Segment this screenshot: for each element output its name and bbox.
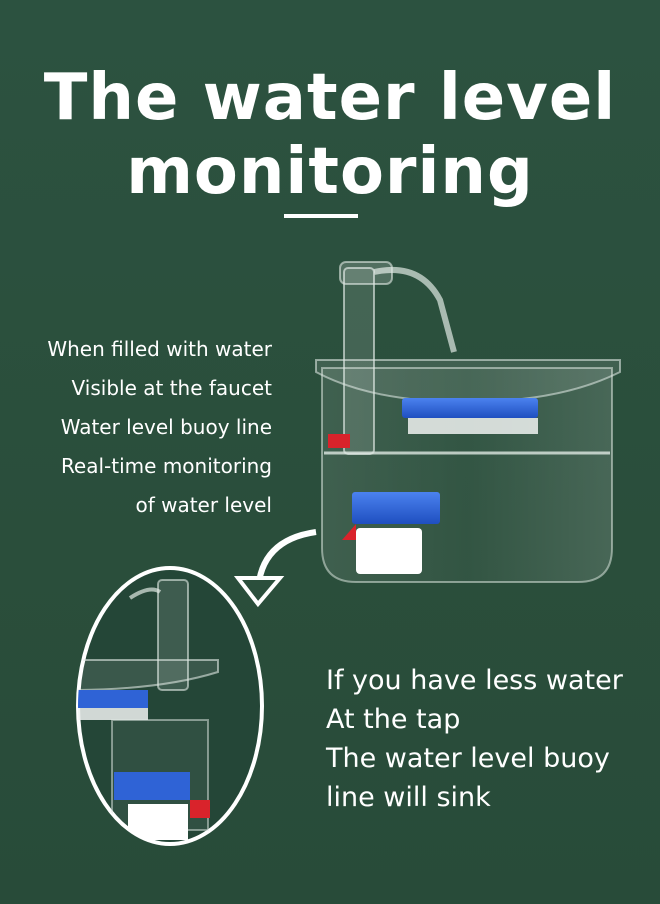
title-line-1: The water level <box>43 61 617 135</box>
low-water-description: If you have less water At the tap The wa… <box>326 661 623 817</box>
full-water-line-2: Visible at the faucet <box>71 376 272 400</box>
low-water-line-2: At the tap <box>326 704 461 735</box>
faucet-head <box>339 261 393 285</box>
page-title: The water level monitoring <box>0 62 660 208</box>
full-water-line-5: of water level <box>135 493 272 517</box>
low-water-line-1: If you have less water <box>326 665 623 696</box>
sunken-buoy <box>114 772 190 800</box>
full-water-line-1: When filled with water <box>47 337 272 361</box>
lid-filter <box>408 418 538 434</box>
full-water-line-3: Water level buoy line <box>60 415 272 439</box>
title-underline <box>284 214 358 218</box>
red-indicator <box>328 434 350 448</box>
red-valve <box>342 524 356 540</box>
pump-block <box>356 528 422 574</box>
low-water-line-3: The water level buoy <box>326 743 610 774</box>
title-line-2: monitoring <box>126 135 534 209</box>
float-buoy <box>352 492 440 524</box>
faucet-column <box>343 267 375 455</box>
water-stream <box>373 266 457 353</box>
lid-buoy <box>402 398 538 418</box>
full-water-line-4: Real-time monitoring <box>60 454 272 478</box>
full-water-description: When filled with water Visible at the fa… <box>47 330 272 525</box>
low-water-line-4: line will sink <box>326 782 491 813</box>
